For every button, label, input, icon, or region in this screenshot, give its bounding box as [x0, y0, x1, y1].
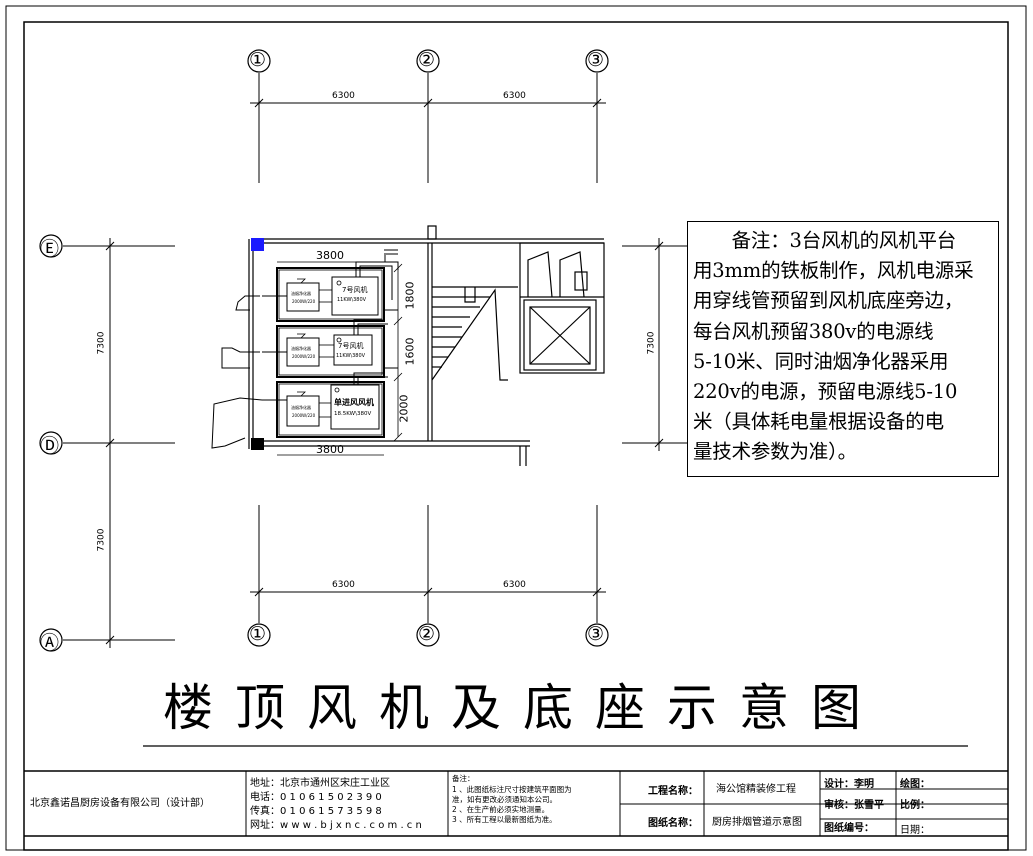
fan-spec-1: 11KW\380V [337, 297, 367, 303]
note-line: 220v的电源，预留电源线5-10 [693, 380, 958, 404]
dim-left-upper: 7300 [96, 331, 107, 355]
title-block-frame [24, 770, 1008, 837]
corner-marker-black [251, 438, 264, 450]
dim-right: 7300 [646, 331, 657, 355]
drawing-name-label: 图纸名称： [648, 818, 698, 829]
axis-label-bottom-2: ② [418, 624, 436, 645]
dimension-lines [63, 73, 688, 648]
fan-spec-3: 18.5KW\380V [334, 411, 372, 417]
note-line: 5-10米、同时油烟净化器采用 [693, 349, 949, 373]
note-line: 备注：3台风机的风机平台 [693, 229, 957, 252]
dim-platform-depth-2: 1600 [403, 337, 417, 366]
date: 日期： [900, 825, 930, 836]
drawing-name-value: 厨房排烟管道示意图 [712, 817, 802, 828]
dim-left-lower: 7300 [96, 528, 107, 552]
axis-label-row-e: Ⓔ [40, 239, 60, 260]
drafter: 绘图： [900, 779, 930, 790]
axis-label-row-d: Ⓓ [40, 436, 60, 457]
project-label: 工程名称： [648, 786, 698, 797]
purifier-sub-3: 2000W/220 [292, 413, 316, 418]
corner-marker-blue [251, 238, 264, 251]
remark-line: 准，如有更改必须通知本公司。 [452, 795, 557, 804]
company-address: 地址：北京市通州区宋庄工业区 [250, 778, 390, 789]
dim-platform-depth-1: 1800 [403, 281, 417, 310]
purifier-label-2: 油烟净化器 [291, 346, 311, 351]
remarks-title: 备注： [452, 774, 475, 783]
fan-spec-2: 11KW\380V [336, 353, 366, 359]
axis-label-row-a: Ⓐ [40, 633, 60, 654]
purifier-sub-1: 2000W/220 [292, 299, 316, 304]
company-name: 北京鑫诺昌厨房设备有限公司（设计部） [30, 798, 210, 809]
dim-top-span-2: 6300 [503, 91, 526, 101]
scale: 比例： [900, 800, 930, 811]
remark-line: 1 、此图纸标注尺寸按建筑平面图为 [452, 785, 572, 794]
axis-label-top-1: ① [249, 50, 267, 71]
axis-label-top-2: ② [418, 50, 436, 71]
project-value: 海公馆精装修工程 [716, 784, 796, 795]
note-line: 量技术参数为准）。 [693, 440, 857, 464]
dim-platform-width-top: 3800 [316, 249, 344, 262]
dim-bottom-span-1: 6300 [332, 580, 355, 590]
purifier-label-1: 油烟净化器 [291, 291, 311, 296]
dim-platform-width-bottom: 3800 [316, 443, 344, 456]
axis-label-bottom-3: ③ [587, 624, 605, 645]
company-web: 网址：w w w . b j x n c . c o m . c n [250, 820, 422, 831]
fan-label-2: 7号风机 [338, 342, 364, 350]
drawing-number: 图纸编号： [824, 823, 874, 834]
dim-bottom-span-2: 6300 [503, 580, 526, 590]
company-fax: 传真：0 1 0 6 1 5 7 3 5 9 8 [250, 806, 382, 817]
remark-line: 3 、所有工程以最新图纸为准。 [452, 815, 557, 824]
fan-label-3: 单进风风机 [334, 398, 374, 407]
axis-label-top-3: ③ [587, 50, 605, 71]
roof-plan [248, 225, 605, 466]
company-phone: 电话：0 1 0 6 1 5 0 2 3 9 0 [250, 792, 382, 803]
note-line: 每台风机预留380v的电源线 [693, 319, 934, 343]
reviewer: 审核：张雪平 [824, 800, 884, 811]
dim-top-span-1: 6300 [332, 91, 355, 101]
top-axis-markers [39, 49, 609, 652]
purifier-sub-2: 2000W/220 [292, 354, 316, 359]
fan-label-1: 7号风机 [342, 286, 368, 294]
notes-box: 备注：3台风机的风机平台 用3mm的铁板制作，风机电源采 用穿线管预留到风机底座… [687, 221, 999, 477]
inner-frame [23, 21, 1009, 851]
note-line: 用穿线管预留到风机底座旁边， [693, 289, 964, 313]
purifier-label-3: 油烟净化器 [291, 405, 311, 410]
axis-label-bottom-1: ① [249, 624, 267, 645]
note-line: 用3mm的铁板制作，风机电源采 [693, 259, 974, 283]
note-line: 米（具体耗电量根据设备的电 [693, 410, 944, 434]
designer: 设计：李明 [824, 779, 874, 790]
platform-dimensions [277, 261, 403, 456]
remark-line: 2 、在生产前必须实地测量。 [452, 805, 550, 814]
dim-platform-depth-3: 2000 [397, 394, 411, 423]
drawing-title: 楼顶风机及底座示意图 [163, 679, 883, 737]
